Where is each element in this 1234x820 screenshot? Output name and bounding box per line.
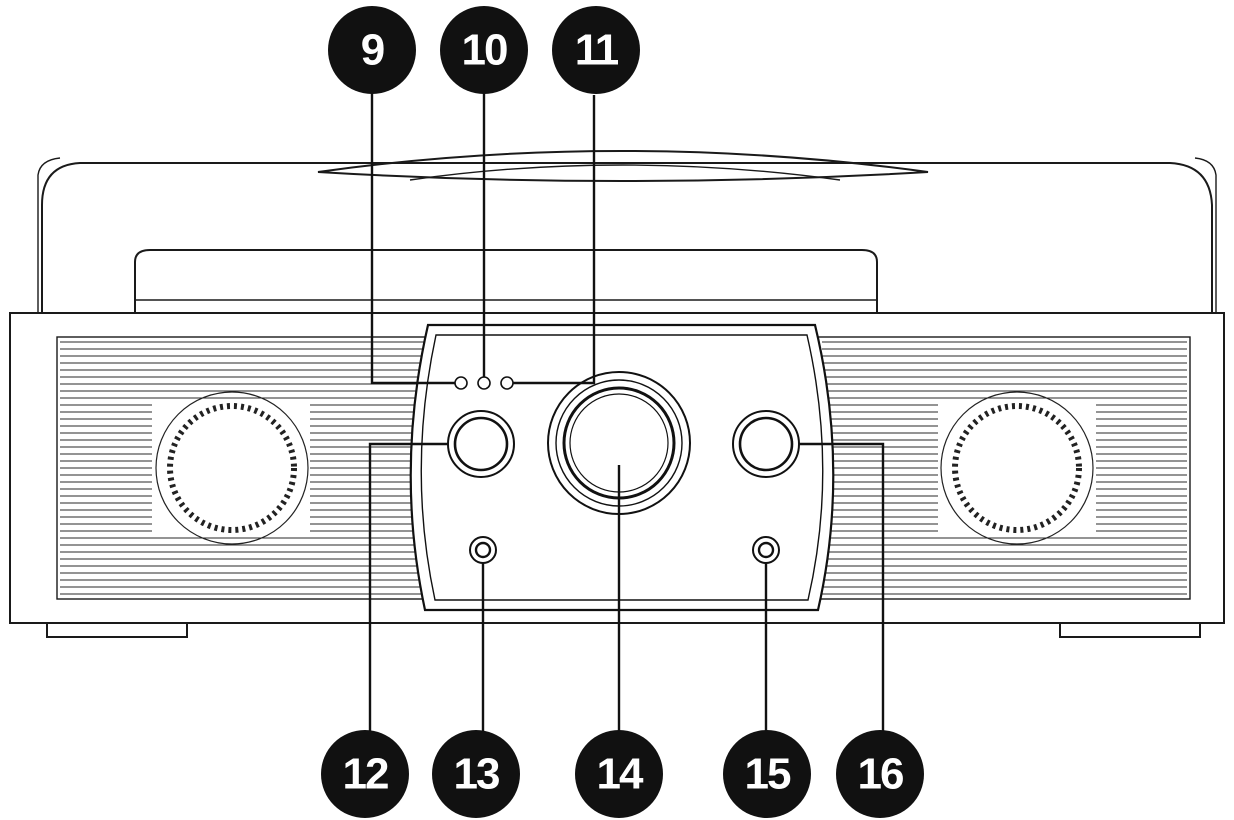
callout-16-label: 16	[858, 750, 903, 799]
led-10	[477, 376, 491, 390]
right-knob	[732, 410, 800, 478]
leader-lines	[368, 88, 885, 740]
right-jack	[752, 536, 780, 564]
callout-13: 13	[432, 730, 520, 818]
callout-16: 16	[836, 730, 924, 818]
dust-cover	[37, 150, 1217, 313]
center-knob	[547, 371, 691, 515]
callout-11-label: 11	[575, 26, 619, 75]
callout-12: 12	[321, 730, 409, 818]
callout-10-label: 10	[462, 26, 507, 75]
callout-9: 9	[328, 6, 416, 94]
callout-14: 14	[575, 730, 663, 818]
left-speaker-driver	[152, 391, 310, 545]
left-knob	[447, 410, 515, 478]
callout-13-label: 13	[454, 750, 499, 799]
callout-12-label: 12	[343, 750, 388, 799]
callout-14-label: 14	[597, 750, 644, 799]
leader-16	[799, 442, 885, 740]
callout-15: 15	[723, 730, 811, 818]
callout-15-label: 15	[745, 750, 791, 799]
led-9	[454, 376, 468, 390]
left-jack	[469, 536, 497, 564]
right-speaker-driver	[938, 391, 1096, 545]
leader-12	[368, 442, 448, 740]
callout-11: 11	[552, 6, 640, 94]
led-indicators	[454, 376, 514, 390]
leader-9	[370, 88, 455, 385]
callout-9-label: 9	[361, 26, 384, 75]
callout-10: 10	[440, 6, 528, 94]
leader-11	[513, 95, 596, 385]
led-11	[500, 376, 514, 390]
